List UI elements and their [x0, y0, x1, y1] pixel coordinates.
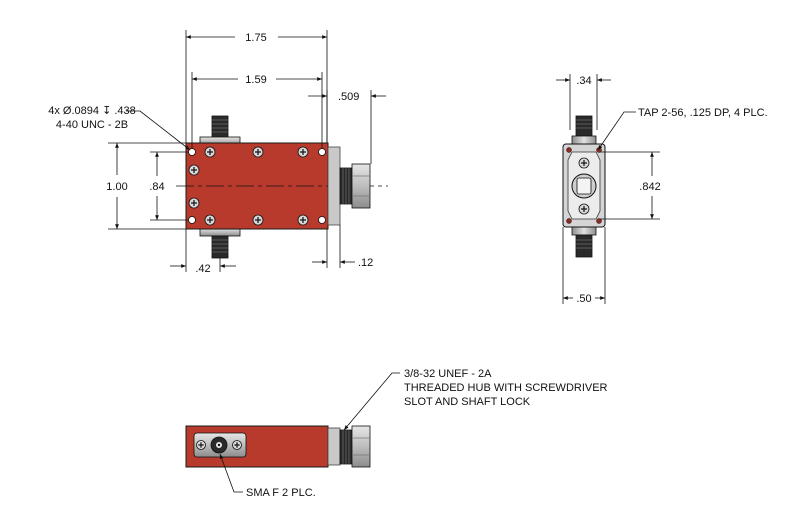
dim-side-height: .842 [600, 151, 661, 220]
screw-icon [188, 197, 200, 209]
dim-label-overall-length: 1.75 [245, 32, 266, 44]
dim-hub-length: .509 [308, 90, 386, 164]
screw-icon [297, 146, 309, 158]
dim-label-hole-height: .84 [149, 181, 164, 193]
dim-label-sma-offset: .42 [195, 263, 210, 275]
screw-icon [232, 440, 242, 450]
dim-label-height: 1.00 [106, 181, 127, 193]
dim-side-width: .50 [562, 227, 606, 305]
dim-overall-length: 1.75 [185, 30, 328, 143]
dim-side-top: .34 [556, 74, 611, 130]
hub-note-line1: 3/8-32 UNEF - 2A [404, 368, 492, 380]
dim-label-hub-length: .509 [338, 91, 359, 103]
screw-icon [578, 203, 590, 215]
sma-note: SMA F 2 PLC. [246, 487, 316, 499]
screw-icon [196, 440, 206, 450]
tapped-hole [566, 147, 572, 153]
dim-label-side-width: .50 [576, 293, 591, 305]
mounting-holes [188, 148, 326, 224]
sma-callout: SMA F 2 PLC. [219, 453, 316, 499]
screw-icon [204, 146, 216, 158]
threaded-hub [339, 163, 371, 209]
hub-note-line2: THREADED HUB WITH SCREWDRIVER [404, 382, 608, 394]
dim-hole-height: .84 [149, 151, 188, 221]
dim-flange: .12 [312, 225, 373, 269]
screw-icon [252, 214, 264, 226]
dim-hole-spacing: 1.59 [191, 72, 323, 148]
dim-label-flange: .12 [358, 257, 373, 269]
tapped-hole [566, 218, 572, 224]
bottom-view: 3/8-32 UNEF - 2A THREADED HUB WITH SCREW… [185, 368, 608, 499]
bottom-screws [196, 440, 242, 450]
tapped-hole [596, 218, 602, 224]
dim-label-hole-spacing: 1.59 [245, 74, 266, 86]
dim-sma-offset: .42 [170, 229, 236, 275]
hub-callout: 3/8-32 UNEF - 2A THREADED HUB WITH SCREW… [343, 368, 608, 431]
sma-connector-bottom [199, 227, 241, 259]
hole-note-line2: 4-40 UNC - 2B [56, 119, 128, 131]
sma-connector-top [199, 115, 241, 146]
bottom-threaded-hub [339, 425, 371, 468]
hub-flange [327, 146, 341, 226]
cover-screws [188, 146, 309, 226]
front-view: 1.75 1.59 .509 1.00 [48, 30, 388, 275]
side-screws [578, 157, 590, 215]
screw-icon [188, 164, 200, 176]
dim-label-side-top: .34 [576, 75, 591, 87]
side-sma-bottom [571, 226, 597, 258]
screw-icon [204, 214, 216, 226]
dim-height: 1.00 [106, 142, 186, 230]
side-sma-top [571, 115, 597, 145]
screw-icon [297, 214, 309, 226]
screw-icon [578, 157, 590, 169]
hub-note-line3: SLOT AND SHAFT LOCK [404, 396, 531, 408]
screw-icon [252, 146, 264, 158]
tap-note: TAP 2-56, .125 DP, 4 PLC. [638, 107, 768, 119]
hole-note-line1: 4x Ø.0894 ↧ .438 [48, 105, 136, 117]
bottom-flange [327, 427, 341, 466]
dim-label-side-height: .842 [639, 181, 660, 193]
hole-callout: 4x Ø.0894 ↧ .438 4-40 UNC - 2B [48, 105, 191, 151]
side-view: .34 .842 .50 TAP 2-56, .125 DP, 4 PLC. [556, 74, 768, 305]
tap-callout: TAP 2-56, .125 DP, 4 PLC. [597, 107, 768, 151]
